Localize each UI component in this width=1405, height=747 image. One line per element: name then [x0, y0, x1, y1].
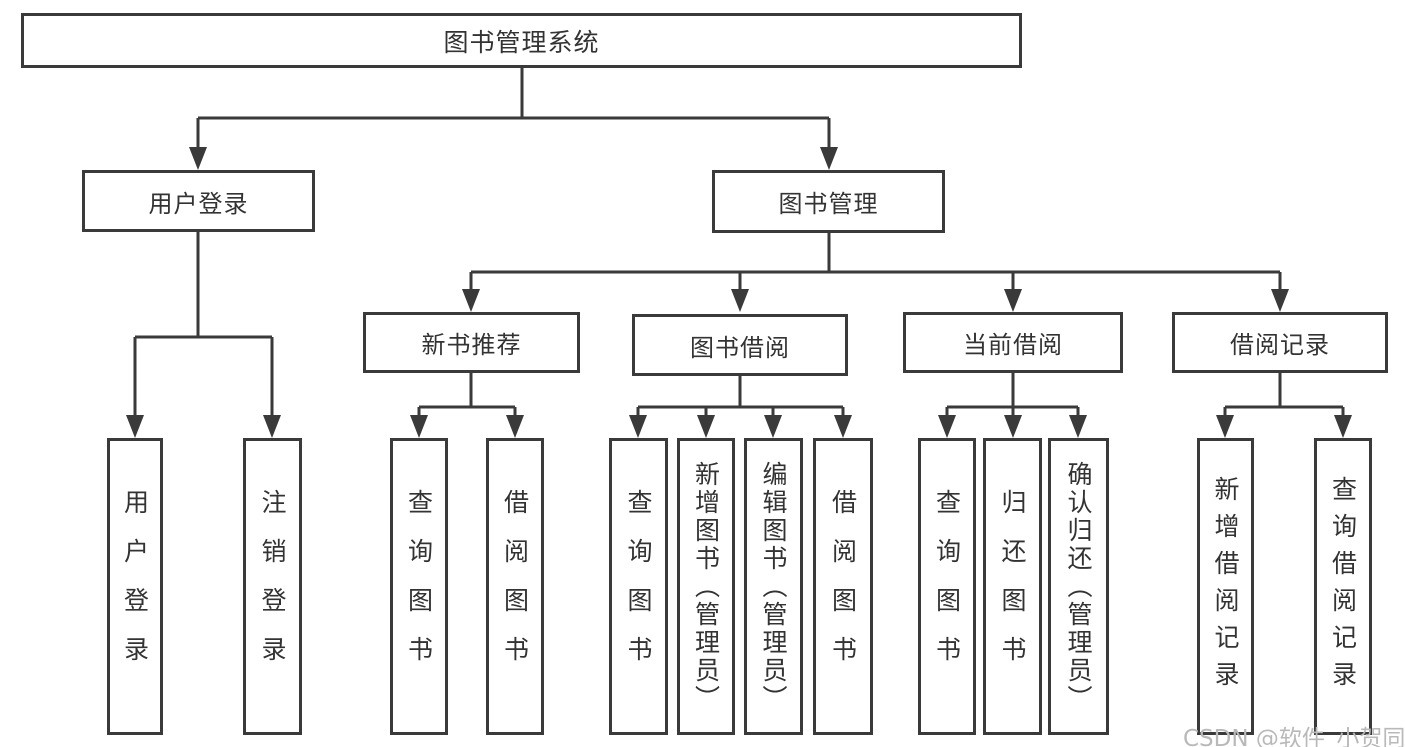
- node-label: 新增借阅记录: [1211, 475, 1240, 698]
- leaf-confirm-return-admin: 确认归还（管理员）: [1048, 438, 1109, 735]
- node-label: 编辑图书（管理员）: [759, 460, 788, 713]
- node-label: 借阅图书: [828, 488, 858, 685]
- node-label: 归还图书: [998, 488, 1027, 685]
- leaf-add-borrow-record: 新增借阅记录: [1197, 438, 1254, 735]
- node-label: 图书管理: [778, 190, 879, 218]
- node-current-borrowing: 当前借阅: [903, 312, 1123, 373]
- csdn-watermark: CSDN @软件_小贺同学: [1183, 726, 1405, 747]
- node-user-login-branch: 用户登录: [82, 170, 315, 232]
- node-label: 图书管理系统: [443, 27, 600, 57]
- node-label: 新书推荐: [421, 331, 522, 359]
- leaf-query-borrow-record: 查询借阅记录: [1314, 438, 1372, 735]
- node-label: 查询借阅记录: [1328, 475, 1358, 698]
- leaf-return-books: 归还图书: [983, 438, 1042, 735]
- node-label: 注销登录: [258, 488, 287, 685]
- node-label: 用户登录: [148, 189, 249, 218]
- node-book-borrowing: 图书借阅: [632, 314, 848, 376]
- leaf-user-login: 用户登录: [107, 438, 163, 735]
- leaf-add-books-admin: 新增图书（管理员）: [677, 438, 735, 735]
- leaf-edit-books-admin: 编辑图书（管理员）: [744, 438, 803, 735]
- leaf-borrow-books-recommend: 借阅图书: [486, 438, 544, 735]
- connector-paths: [133, 66, 1345, 422]
- node-system-root: 图书管理系统: [21, 13, 1022, 68]
- node-label: 查询图书: [624, 488, 653, 685]
- node-label: 查询图书: [932, 488, 962, 685]
- arrowheads: [126, 147, 1352, 438]
- leaf-logout: 注销登录: [243, 438, 302, 735]
- leaf-query-books-current: 查询图书: [918, 438, 976, 735]
- node-label: 借阅图书: [500, 488, 530, 685]
- node-label: 确认归还（管理员）: [1064, 460, 1093, 713]
- leaf-query-books-borrowing: 查询图书: [609, 438, 668, 735]
- node-book-management-branch: 图书管理: [712, 170, 945, 233]
- node-label: 用户登录: [120, 488, 150, 685]
- leaf-borrow-books-borrowing: 借阅图书: [813, 438, 873, 735]
- node-label: 当前借阅: [963, 331, 1063, 359]
- node-label: 借阅记录: [1230, 331, 1330, 359]
- leaf-query-books-recommend: 查询图书: [390, 438, 448, 735]
- node-label: 查询图书: [404, 488, 434, 685]
- node-label: 新增图书（管理员）: [691, 460, 721, 713]
- node-label: 图书借阅: [690, 333, 790, 362]
- node-new-book-recommend: 新书推荐: [363, 312, 580, 373]
- node-borrowing-records: 借阅记录: [1172, 312, 1388, 373]
